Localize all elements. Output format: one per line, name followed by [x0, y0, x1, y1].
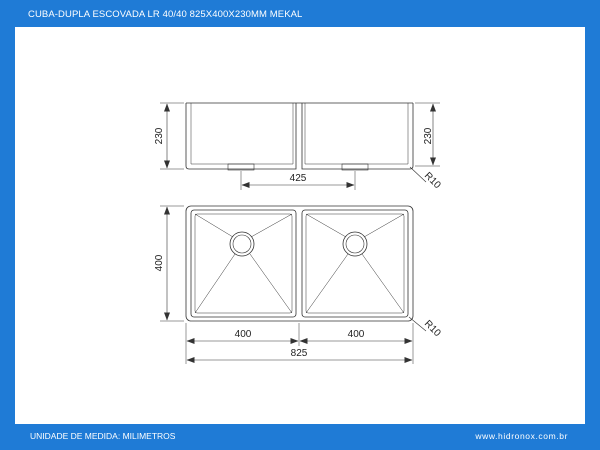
leader-radius-top	[409, 166, 427, 183]
dim-drain-spacing	[240, 171, 356, 190]
label-drain-spacing: 425	[290, 173, 307, 184]
label-radius-bottom: R10	[422, 318, 443, 339]
drawing-title: CUBA-DUPLA ESCOVADA LR 40/40 825X400X230…	[28, 9, 303, 20]
label-height: 400	[154, 254, 165, 271]
plan-view	[185, 205, 414, 322]
label-depth-right: 230	[423, 127, 434, 144]
dim-height	[160, 205, 184, 322]
label-depth-left: 230	[154, 127, 165, 144]
label-overall-width: 825	[291, 348, 308, 359]
dim-depth-left	[160, 102, 184, 170]
label-radius-top: R10	[422, 170, 443, 191]
website-link[interactable]: www.hidronox.com.br	[475, 431, 568, 441]
dim-depth-right	[415, 102, 440, 167]
leader-radius-bottom	[408, 316, 427, 332]
label-bowl-left-width: 400	[235, 329, 252, 340]
side-elevation-view	[185, 102, 414, 171]
label-bowl-right-width: 400	[348, 329, 365, 340]
unit-label: UNIDADE DE MEDIDA: MILIMETROS	[30, 431, 176, 441]
